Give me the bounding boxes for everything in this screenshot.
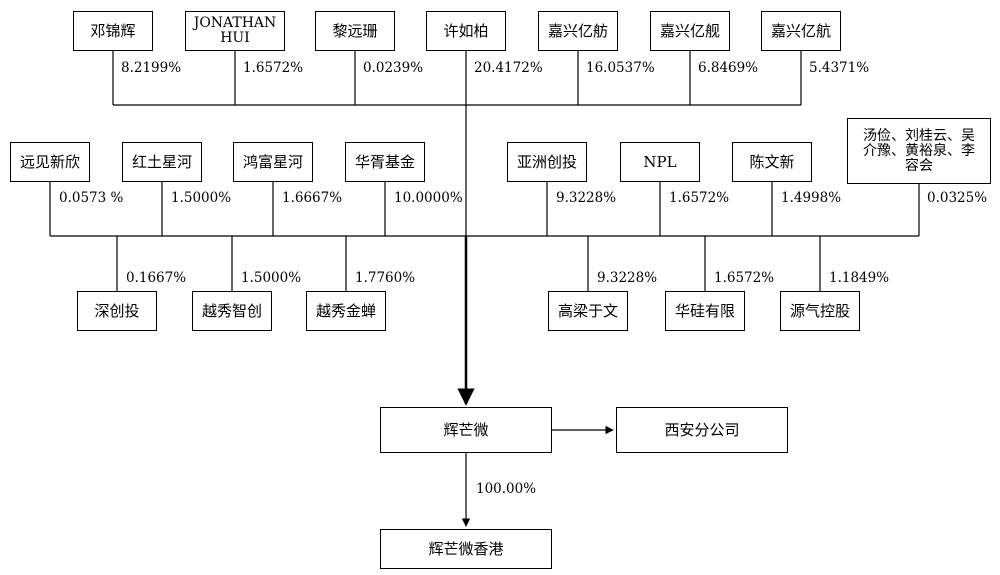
pct-yuexiu-zhichuang: 1.5000% <box>241 270 302 286</box>
pct-jiaxing-yijian: 6.8469% <box>698 60 759 76</box>
shareholder-asia-venture: 亚洲创投 <box>507 142 587 182</box>
pct-shenzhen-capital: 0.1667% <box>126 270 187 286</box>
top-group-connectors <box>112 51 802 106</box>
pct-subsidiary: 100.00% <box>476 481 537 497</box>
shareholder-gaoliang-yuwen: 高梁于文 <box>548 291 628 331</box>
pct-chen-wenxin: 1.4998% <box>781 190 842 206</box>
pct-yuanjian-xinxin: 0.0573 % <box>59 190 124 206</box>
shareholder-huagui: 华硅有限 <box>665 291 745 331</box>
pct-jiaxing-yifang: 16.0537% <box>586 60 655 76</box>
shareholder-huaxu-fund: 华胥基金 <box>345 142 425 182</box>
pct-yuanqi-holdings: 1.1849% <box>829 270 890 286</box>
pct-asia-venture: 9.3228% <box>556 190 617 206</box>
pct-individuals-group: 0.0325% <box>927 190 988 206</box>
pct-jonathan-hui: 1.6572% <box>243 60 304 76</box>
pct-li-yuanshan: 0.0239% <box>363 60 424 76</box>
shareholder-deng-jinhui: 邓锦辉 <box>73 11 153 51</box>
subsidiary-box: 辉芒微香港 <box>380 529 552 569</box>
shareholder-yuanqi-holdings: 源气控股 <box>780 291 860 331</box>
shareholder-li-yuanshan: 黎远珊 <box>315 11 395 51</box>
shareholder-individuals-group: 汤俭、刘桂云、吴 介豫、黄裕泉、李 容会 <box>847 118 991 184</box>
shareholder-jiaxing-yijian: 嘉兴亿舰 <box>650 11 730 51</box>
shareholder-yuanjian-xinxin: 远见新欣 <box>10 142 90 182</box>
shareholder-jiaxing-yifang: 嘉兴亿舫 <box>538 11 618 51</box>
shareholder-npl: NPL <box>620 142 700 182</box>
shareholder-chen-wenxin: 陈文新 <box>732 142 812 182</box>
shareholder-xu-rubai: 许如柏 <box>426 11 506 51</box>
shareholder-shenzhen-capital: 深创投 <box>77 291 157 331</box>
pct-gaoliang-yuwen: 9.3228% <box>597 270 658 286</box>
company-box: 辉芒微 <box>380 407 552 453</box>
shareholder-jonathan-hui: JONATHAN HUI <box>185 11 285 51</box>
shareholder-yuexiu-zhichuang: 越秀智创 <box>192 291 272 331</box>
branch-box: 西安分公司 <box>616 407 788 453</box>
pct-npl: 1.6572% <box>669 190 730 206</box>
shareholder-hongfu-xinghe: 鸿富星河 <box>233 142 313 182</box>
pct-huagui: 1.6572% <box>714 270 775 286</box>
shareholder-jiaxing-yihang: 嘉兴亿航 <box>761 11 841 51</box>
lower-group-connectors <box>116 236 821 291</box>
pct-yuexiu-jinchan: 1.7760% <box>355 270 416 286</box>
shareholder-hongtu-xinghe: 红土星河 <box>122 142 202 182</box>
middle-group-connectors <box>49 182 920 237</box>
pct-huaxu-fund: 10.0000% <box>394 190 463 206</box>
pct-deng-jinhui: 8.2199% <box>121 60 182 76</box>
pct-hongfu-xinghe: 1.6667% <box>282 190 343 206</box>
pct-jiaxing-yihang: 5.4371% <box>809 60 870 76</box>
pct-hongtu-xinghe: 1.5000% <box>171 190 232 206</box>
shareholder-yuexiu-jinchan: 越秀金蝉 <box>306 291 386 331</box>
pct-xu-rubai: 20.4172% <box>474 60 543 76</box>
